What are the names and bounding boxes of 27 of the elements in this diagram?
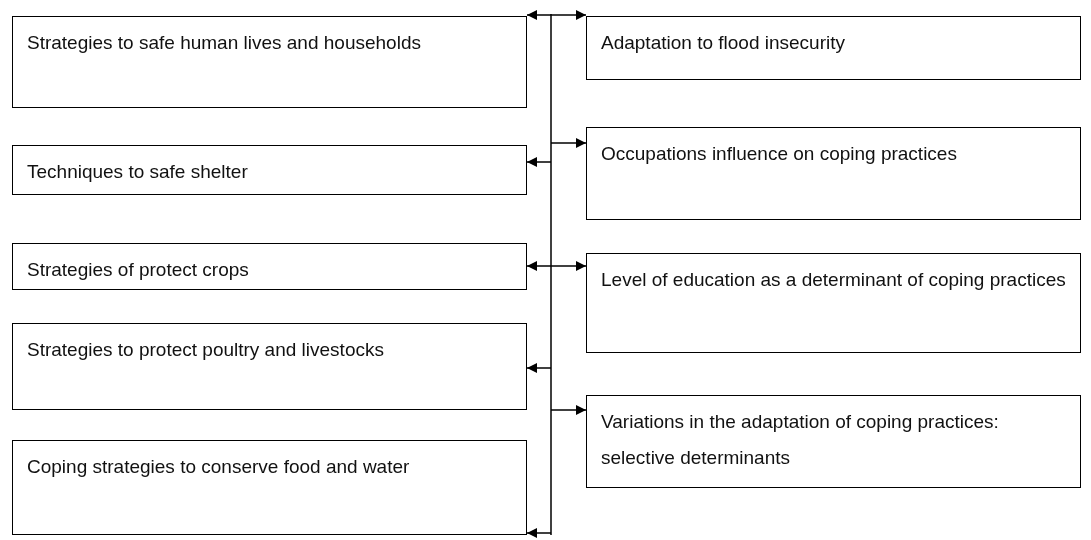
- text-box: [586, 16, 1081, 80]
- text-box: [586, 253, 1081, 353]
- box-label: Coping strategies to conserve food and water: [27, 455, 411, 479]
- arrow: [550, 138, 587, 148]
- box-label: Strategies to safe human lives and households: [27, 31, 422, 55]
- arrow: [550, 405, 587, 415]
- arrow: [550, 261, 587, 271]
- text-box: [12, 145, 527, 195]
- box-label: Techniques to safe shelter: [27, 160, 249, 184]
- box-label: Level of education as a determinant of coping practices: [601, 268, 1067, 292]
- arrow: [526, 528, 552, 538]
- arrow: [526, 10, 552, 20]
- text-box: [12, 440, 527, 535]
- text-box: [12, 323, 527, 410]
- text-box: [12, 16, 527, 108]
- arrow: [550, 10, 587, 20]
- arrow: [526, 157, 552, 167]
- box-label: Strategies of protect crops: [27, 258, 250, 282]
- text-box: [12, 243, 527, 290]
- arrow: [526, 261, 552, 271]
- box-label: Occupations influence on coping practices: [601, 142, 958, 166]
- box-label: Variations in the adaptation of coping practices: selective determinants: [601, 410, 1000, 470]
- text-box: [586, 395, 1081, 488]
- text-box: [586, 127, 1081, 220]
- box-label: Adaptation to flood insecurity: [601, 31, 846, 55]
- box-label: Strategies to protect poultry and livestocks: [27, 338, 385, 362]
- arrow: [526, 363, 552, 373]
